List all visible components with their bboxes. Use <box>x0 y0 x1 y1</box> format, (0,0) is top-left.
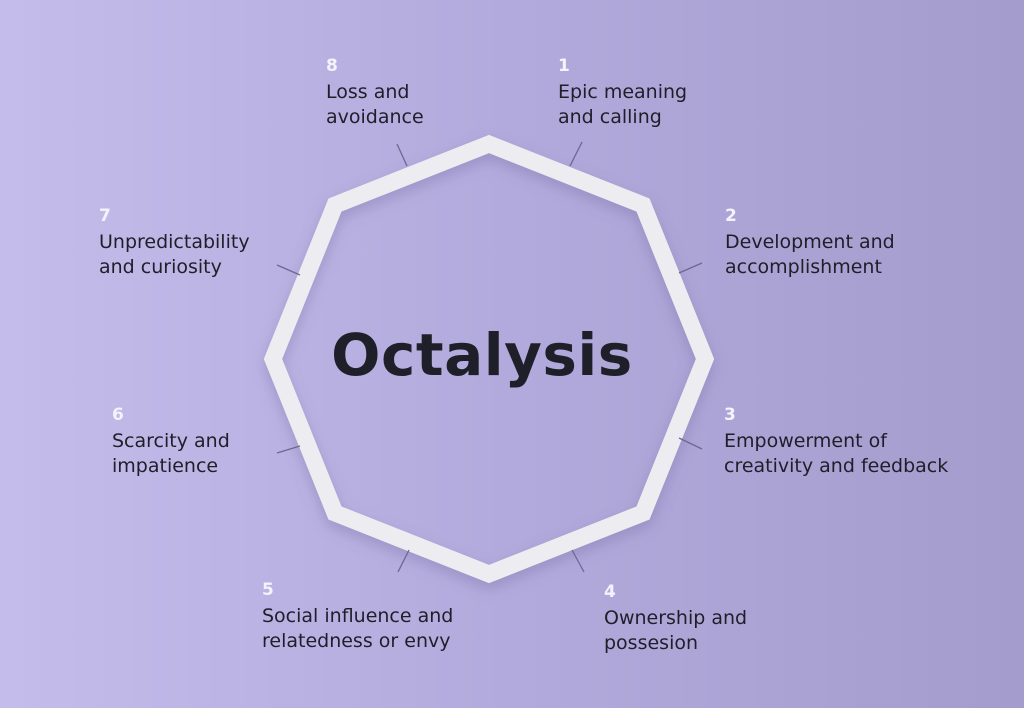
drive-2-text-line-2: accomplishment <box>725 256 882 278</box>
drive-6-text-line-2: impatience <box>112 455 219 477</box>
drive-3-text-line-1: Empowerment of <box>724 430 887 452</box>
drive-7-connector-tick <box>276 264 301 276</box>
diagram-title: Octalysis <box>331 321 633 389</box>
drive-5-number: 5 <box>262 580 274 600</box>
drive-1-label: 1 Epic meaning and calling <box>558 56 687 130</box>
drive-5-text-line-2: relatedness or envy <box>262 630 451 652</box>
drive-3-connector-tick <box>678 437 703 450</box>
drive-8-connector-tick <box>396 143 408 167</box>
drive-2-connector-tick <box>678 262 703 274</box>
drive-7-label: 7 Unpredictability and curiosity <box>99 206 250 280</box>
drive-6-connector-tick <box>276 445 301 454</box>
drive-2-number: 2 <box>725 206 737 226</box>
drive-6-label: 6 Scarcity and impatience <box>112 405 230 479</box>
drive-2-text-line-1: Development and <box>725 231 895 253</box>
drive-4-text-line-1: Ownership and <box>604 607 748 629</box>
drive-3-label: 3 Empowerment of creativity and feedback <box>724 405 948 479</box>
drive-8-text-line-2: avoidance <box>326 106 424 128</box>
drive-5-connector-tick <box>397 549 410 573</box>
drive-7-number: 7 <box>99 206 111 226</box>
drive-1-connector-tick <box>569 141 583 167</box>
drive-7-text-line-2: and curiosity <box>99 256 222 278</box>
drive-8-label: 8 Loss and avoidance <box>326 56 424 130</box>
drive-1-number: 1 <box>558 56 570 76</box>
drive-8-number: 8 <box>326 56 338 76</box>
drive-6-text-line-1: Scarcity and <box>112 430 230 452</box>
drive-4-text-line-2: possesion <box>604 632 699 654</box>
drive-1-text-line-2: and calling <box>558 106 662 128</box>
drive-2-label: 2 Development and accomplishment <box>725 206 895 280</box>
drive-4-number: 4 <box>604 582 616 602</box>
drive-8-text-line-1: Loss and <box>326 81 410 103</box>
drive-4-connector-tick <box>571 549 585 573</box>
drive-6-number: 6 <box>112 405 124 425</box>
drive-5-label: 5 Social influence and relatedness or en… <box>262 580 453 654</box>
drive-5-text-line-1: Social influence and <box>262 605 454 627</box>
drive-1-text-line-1: Epic meaning <box>558 81 688 103</box>
drive-7-text-line-1: Unpredictability <box>99 231 250 253</box>
drive-3-text-line-2: creativity and feedback <box>724 455 949 477</box>
drive-3-number: 3 <box>724 405 736 425</box>
drive-4-label: 4 Ownership and possesion <box>604 582 747 656</box>
octagon-frame <box>263 134 715 584</box>
